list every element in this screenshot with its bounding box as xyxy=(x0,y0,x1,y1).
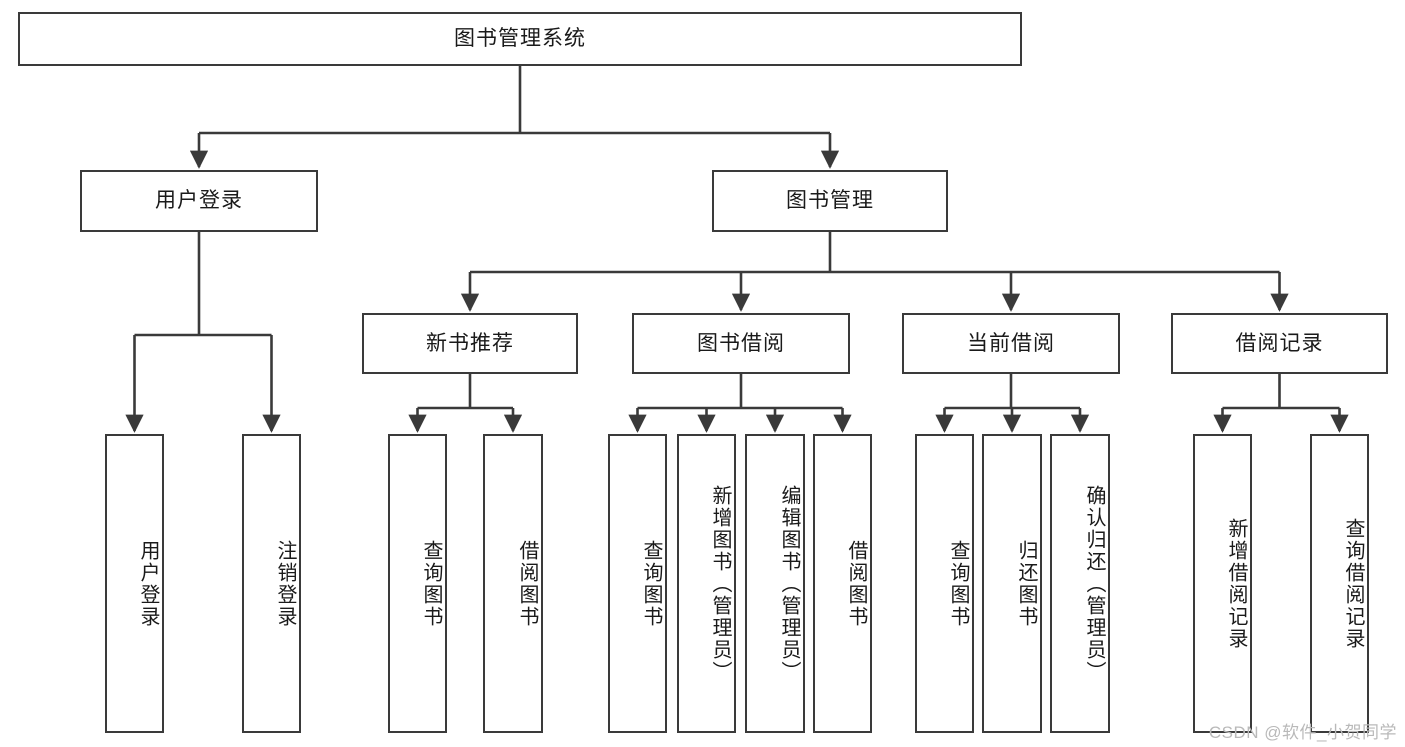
leaf-node-label: 新增借阅记录 xyxy=(1225,517,1247,650)
leaf-node[interactable]: 查询图书 xyxy=(608,434,667,733)
leaf-node-label: 新增图书（管理员） xyxy=(709,484,731,683)
node-new-book-recommend[interactable]: 新书推荐 xyxy=(362,313,578,374)
leaf-node[interactable]: 查询图书 xyxy=(915,434,974,733)
node-new-book-recommend-label: 新书推荐 xyxy=(426,331,514,355)
leaf-node-label: 借阅图书 xyxy=(516,539,538,628)
leaf-node-label: 借阅图书 xyxy=(845,539,867,628)
node-borrow-record[interactable]: 借阅记录 xyxy=(1171,313,1388,374)
node-user-login-label: 用户登录 xyxy=(155,189,243,213)
leaf-node[interactable]: 注销登录 xyxy=(242,434,301,733)
node-root[interactable]: 图书管理系统 xyxy=(18,12,1022,66)
leaf-node-label: 编辑图书（管理员） xyxy=(778,484,800,683)
leaf-node-label: 查询图书 xyxy=(420,539,442,628)
leaf-node-label: 确认归还（管理员） xyxy=(1083,484,1105,683)
leaf-node[interactable]: 确认归还（管理员） xyxy=(1050,434,1110,733)
node-root-label: 图书管理系统 xyxy=(454,27,586,51)
node-book-borrow[interactable]: 图书借阅 xyxy=(632,313,850,374)
leaf-node[interactable]: 用户登录 xyxy=(105,434,164,733)
leaf-node-label: 注销登录 xyxy=(274,539,296,628)
node-book-management[interactable]: 图书管理 xyxy=(712,170,948,232)
node-user-login[interactable]: 用户登录 xyxy=(80,170,318,232)
watermark: CSDN @软件_小贺同学 xyxy=(1208,723,1397,742)
leaf-node[interactable]: 编辑图书（管理员） xyxy=(745,434,805,733)
leaf-node-label: 查询借阅记录 xyxy=(1342,517,1364,650)
leaf-node[interactable]: 借阅图书 xyxy=(813,434,872,733)
leaf-node[interactable]: 新增图书（管理员） xyxy=(677,434,736,733)
leaf-node[interactable]: 查询图书 xyxy=(388,434,447,733)
node-book-borrow-label: 图书借阅 xyxy=(697,331,785,355)
node-current-borrow[interactable]: 当前借阅 xyxy=(902,313,1120,374)
node-borrow-record-label: 借阅记录 xyxy=(1235,331,1324,355)
leaf-node[interactable]: 借阅图书 xyxy=(483,434,543,733)
leaf-node-label: 用户登录 xyxy=(137,539,159,628)
node-book-management-label: 图书管理 xyxy=(786,189,874,213)
leaf-node[interactable]: 归还图书 xyxy=(982,434,1042,733)
leaf-node-label: 查询图书 xyxy=(947,539,969,628)
leaf-node[interactable]: 查询借阅记录 xyxy=(1310,434,1369,733)
leaf-node[interactable]: 新增借阅记录 xyxy=(1193,434,1252,733)
leaf-node-label: 归还图书 xyxy=(1015,539,1037,628)
node-current-borrow-label: 当前借阅 xyxy=(967,331,1055,355)
leaf-node-label: 查询图书 xyxy=(640,539,662,628)
